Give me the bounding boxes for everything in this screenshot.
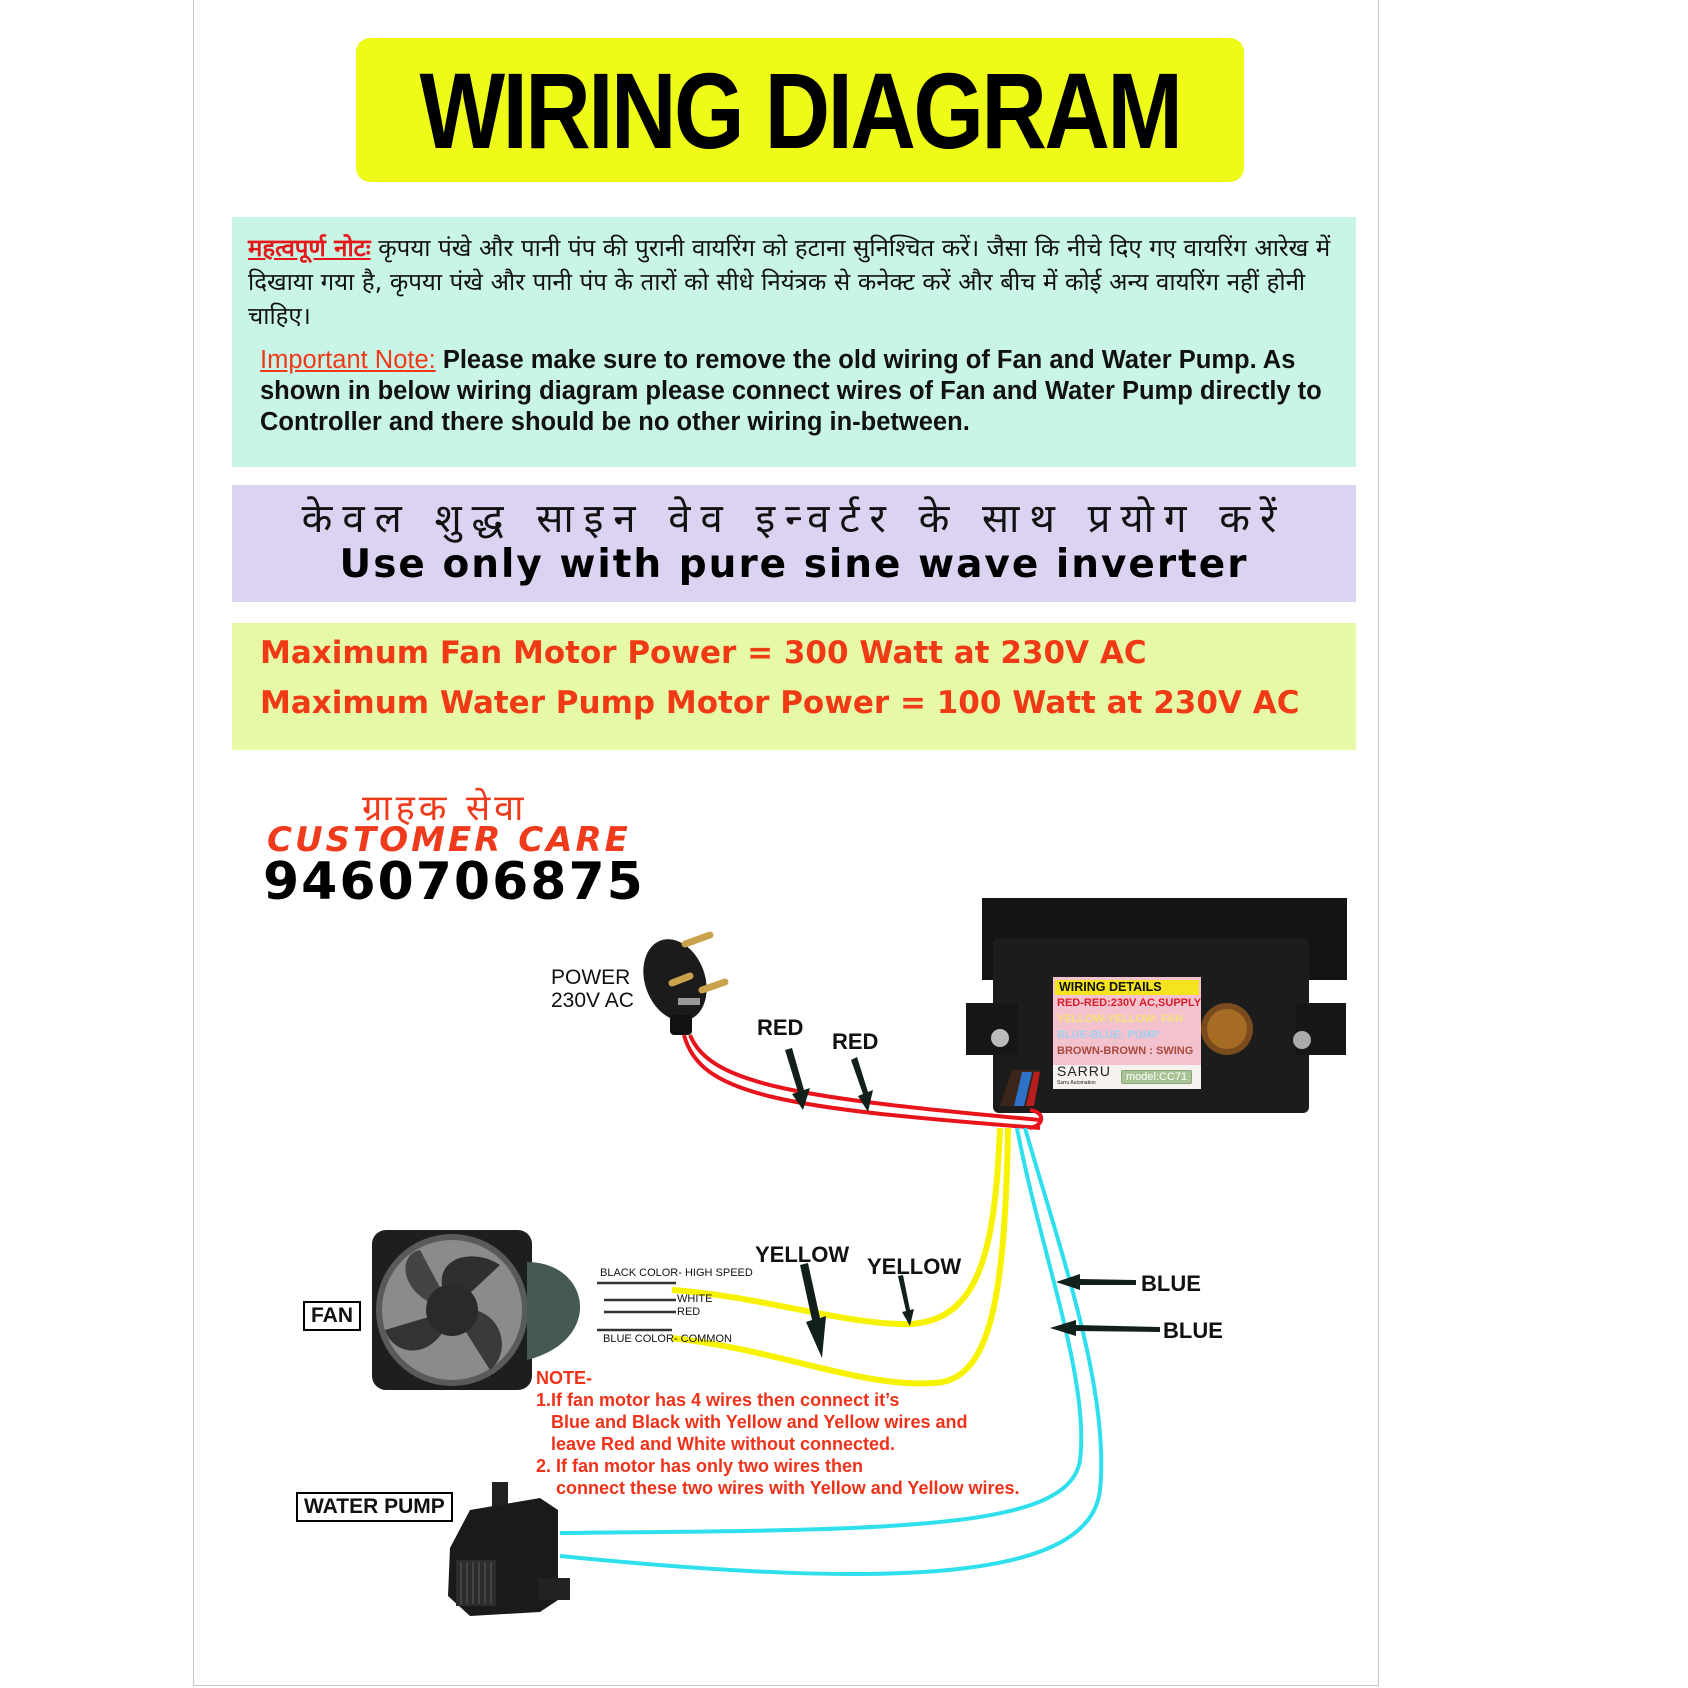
wiring-detail-blue: BLUE-BLUE: PUMP	[1057, 1029, 1160, 1041]
brand-subtitle: Sarru Automation	[1057, 1080, 1096, 1086]
fan-note-title: NOTE-	[536, 1368, 592, 1388]
fan-wire-red-label: RED	[677, 1306, 701, 1318]
hindi-note: महत्वपूर्ण नोटः कृपया पंखे और पानी पंप क…	[248, 231, 1348, 333]
controller-wiring-label: WIRING DETAILS RED-RED:230V AC,SUPPLY YE…	[1053, 977, 1201, 1089]
power-label: POWER 230V AC	[551, 966, 634, 1012]
inverter-notice-hindi: केवल शुद्ध साइन वेव इन्वर्टर के साथ प्रय…	[301, 496, 1287, 542]
fan-label: FAN	[303, 1301, 361, 1331]
pump-power-limit: Maximum Water Pump Motor Power = 100 Wat…	[260, 685, 1300, 721]
power-limits-panel: Maximum Fan Motor Power = 300 Watt at 23…	[232, 623, 1356, 750]
title-banner: WIRING DIAGRAM	[356, 38, 1244, 182]
power-plug-icon	[643, 931, 729, 1035]
fan-wiring-note: NOTE-1.If fan motor has 4 wires then con…	[536, 1367, 1019, 1499]
page-title: WIRING DIAGRAM	[419, 49, 1183, 171]
fan-power-limit: Maximum Fan Motor Power = 300 Watt at 23…	[260, 635, 1147, 671]
yellow-wire-label-1: YELLOW	[755, 1242, 850, 1267]
wiring-detail-red: RED-RED:230V AC,SUPPLY	[1057, 997, 1202, 1009]
wiring-detail-brown: BROWN-BROWN : SWING	[1057, 1045, 1194, 1057]
inverter-notice-panel: केवल शुद्ध साइन वेव इन्वर्टर के साथ प्रय…	[232, 485, 1356, 602]
blue-wire-label-2: BLUE	[1163, 1318, 1223, 1343]
customer-care-hindi: ग्राहक सेवा	[362, 788, 528, 829]
customer-care-phone[interactable]: 9460706875	[263, 852, 645, 912]
fan-wire-blue-label: BLUE COLOR- COMMON	[603, 1333, 732, 1345]
model-badge: model:CC71	[1121, 1070, 1193, 1084]
power-label-line2: 230V AC	[551, 989, 634, 1012]
hindi-note-text: कृपया पंखे और पानी पंप की पुरानी वायरिंग…	[248, 234, 1331, 330]
yellow-wire-label-2: YELLOW	[867, 1254, 962, 1279]
blue-wire-label-1: BLUE	[1141, 1271, 1201, 1296]
inverter-notice-english: Use only with pure sine wave inverter	[339, 542, 1249, 587]
fan-icon	[372, 1230, 676, 1390]
pointer-arrows	[785, 1048, 1160, 1358]
red-wire-label-1: RED	[757, 1015, 804, 1040]
fan-note-body: 1.If fan motor has 4 wires then connect …	[536, 1390, 1020, 1498]
english-note: Important Note: Please make sure to remo…	[260, 345, 1360, 438]
customer-care-label: CUSTOMER CARE	[267, 820, 631, 860]
fan-wire-white-label: WHITE	[677, 1293, 713, 1305]
wiring-details-title: WIRING DETAILS	[1055, 980, 1199, 995]
red-wire-label-2: RED	[832, 1029, 879, 1054]
water-pump-label: WATER PUMP	[296, 1492, 453, 1522]
hindi-note-label: महत्वपूर्ण नोटः	[248, 234, 371, 262]
fan-wire-black-label: BLACK COLOR- HIGH SPEED	[600, 1267, 753, 1279]
water-pump-icon	[448, 1482, 570, 1616]
brand-name: SARRU	[1057, 1063, 1112, 1079]
important-note-panel: महत्वपूर्ण नोटः कृपया पंखे और पानी पंप क…	[232, 217, 1356, 467]
power-label-line1: POWER	[551, 966, 631, 989]
english-note-label: Important Note:	[260, 346, 436, 374]
wiring-detail-yellow: YELLOW-YELLOW: FAN	[1057, 1013, 1184, 1025]
english-note-text: Please make sure to remove the old wirin…	[260, 346, 1322, 436]
